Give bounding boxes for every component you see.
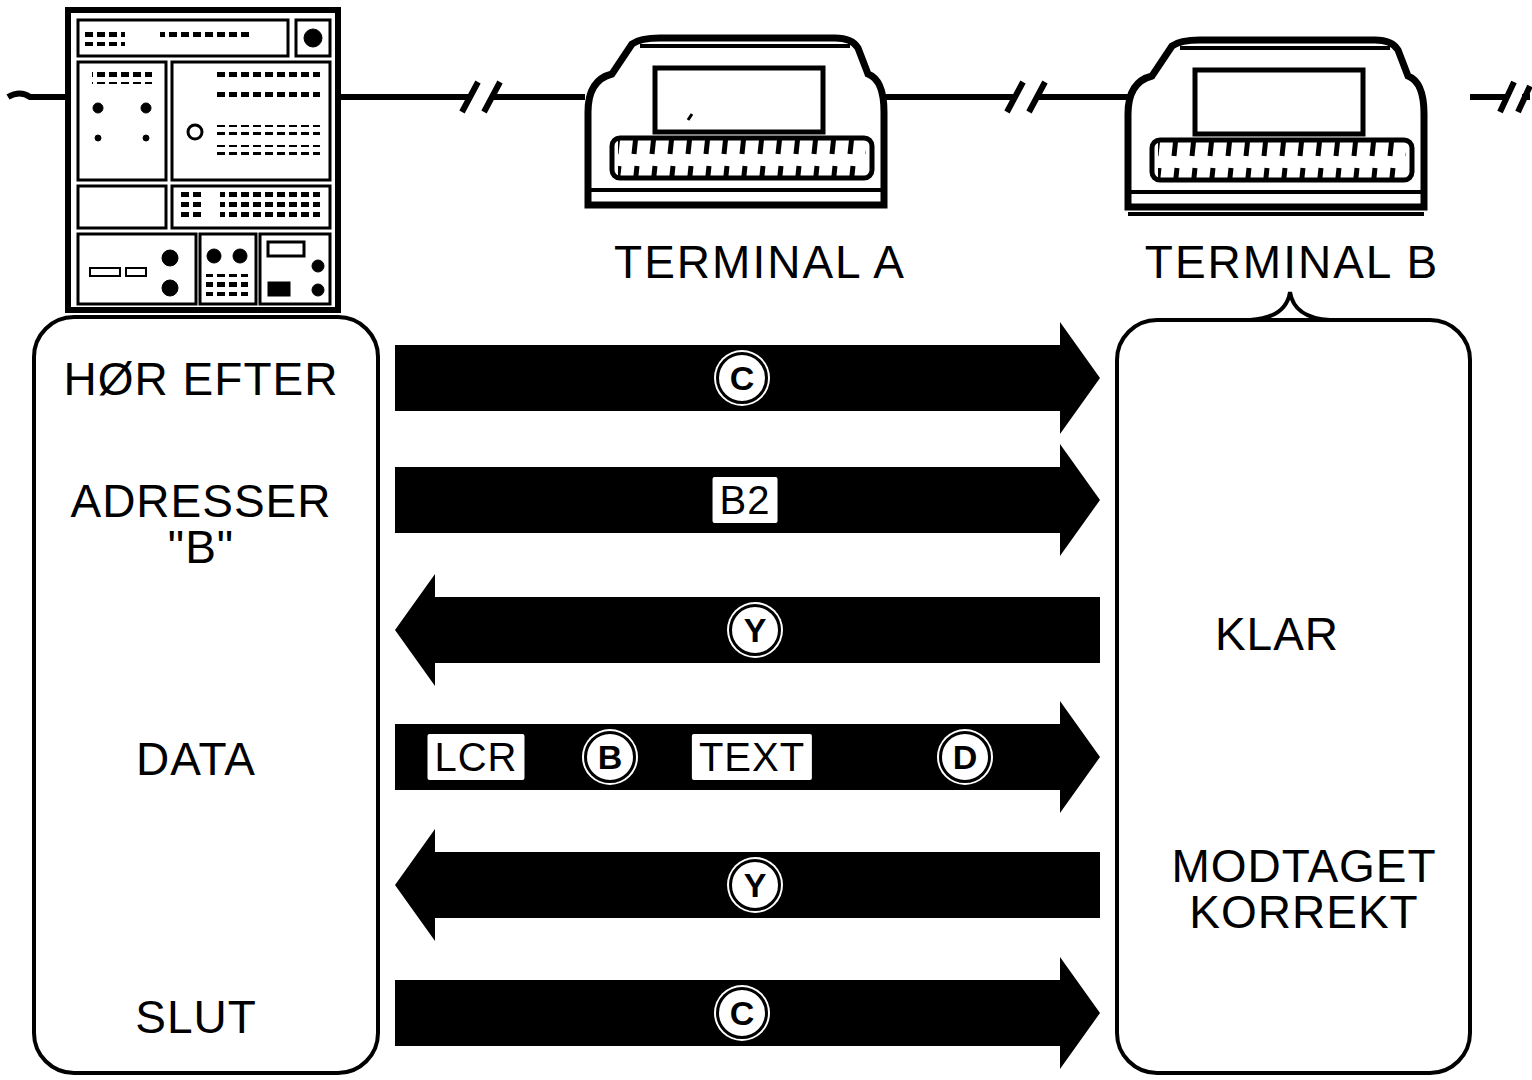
terminal-label: TERMINAL B: [1145, 235, 1439, 289]
block-arrow: [395, 957, 1100, 1069]
computer-rack: [68, 10, 338, 310]
step-text: HØR EFTER: [41, 356, 361, 402]
signal-label: C: [716, 352, 768, 404]
signal-name: TEXT: [692, 734, 812, 780]
signal-label: B2: [713, 477, 778, 523]
block-arrow: [395, 322, 1100, 434]
signal-name: B: [584, 731, 636, 783]
block-arrow: [395, 701, 1100, 813]
signal-label: Y: [729, 859, 781, 911]
terminal-label: TERMINAL A: [614, 235, 906, 289]
step-text: MODTAGET KORREKT: [1154, 843, 1454, 935]
signal-name: D: [939, 731, 991, 783]
state-panel: HØR EFTER ADRESSER "B" DATA SLUT: [32, 315, 380, 1075]
step-text: KLAR: [1117, 611, 1437, 657]
state-panel: KLAR MODTAGET KORREKT: [1115, 318, 1472, 1075]
block-arrow: [395, 829, 1100, 941]
bracket: [1250, 292, 1330, 320]
terminal-illustration: [1128, 40, 1424, 214]
step-text: SLUT: [36, 994, 356, 1040]
terminal-illustration: [588, 38, 884, 205]
signal-label: C: [716, 987, 768, 1039]
block-arrow: [395, 574, 1100, 686]
signal-name: LCR: [427, 734, 524, 780]
step-text: ADRESSER "B": [56, 478, 346, 570]
signal-label: Y: [729, 604, 781, 656]
block-arrow: [395, 444, 1100, 556]
step-text: DATA: [36, 736, 356, 782]
